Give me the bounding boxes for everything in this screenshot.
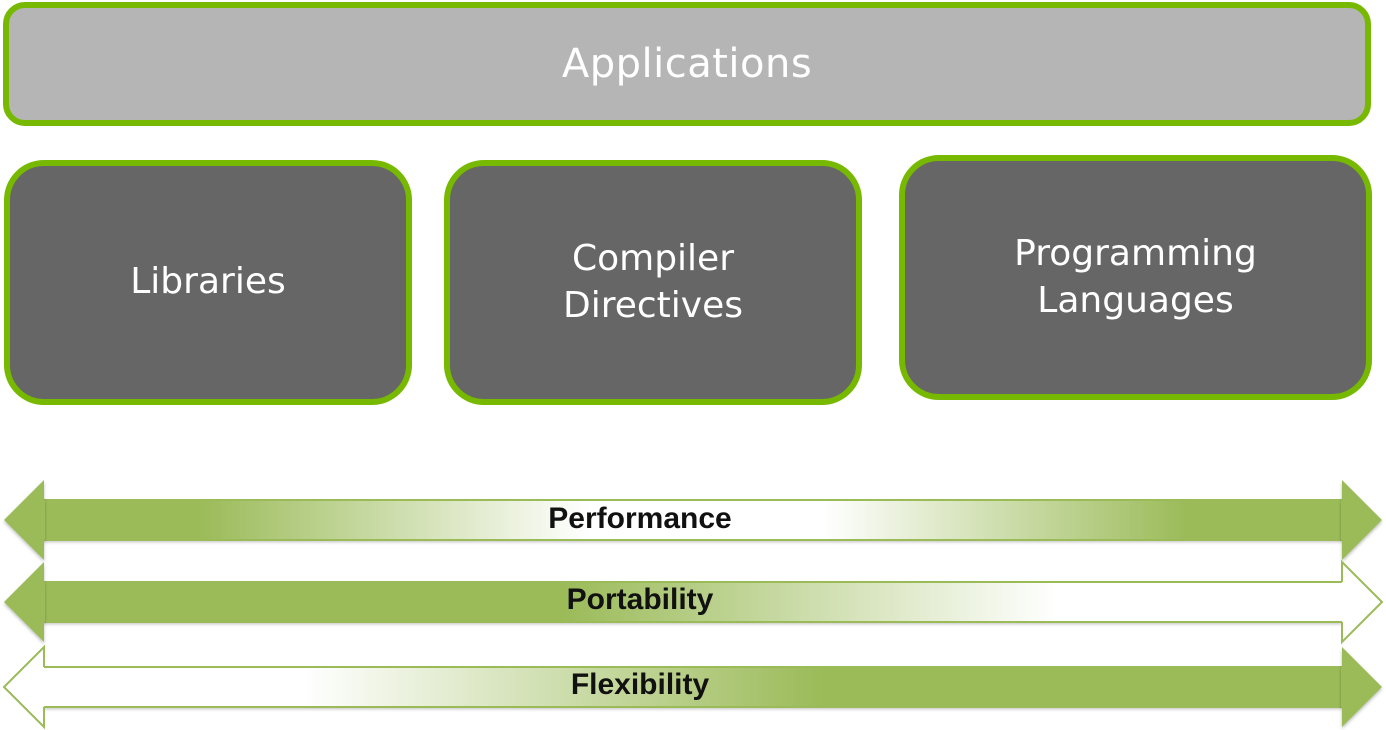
portability-arrowhead-left-icon — [4, 562, 45, 642]
compiler-directives-label: Compiler Directives — [563, 237, 743, 326]
programming-languages-label: Programming Languages — [1014, 232, 1257, 321]
performance-arrowhead-left-icon — [4, 480, 45, 560]
applications-layer: Applications — [3, 2, 1371, 126]
portability-arrow-edge — [44, 581, 1342, 623]
performance-arrow — [4, 480, 1382, 560]
flexibility-arrow-shaft — [44, 667, 1342, 707]
flexibility-arrow — [2, 644, 1382, 730]
libraries-label: Libraries — [130, 261, 286, 303]
performance-label: Performance — [548, 502, 732, 535]
portability-arrow — [4, 559, 1384, 645]
flexibility-arrow-edge — [44, 666, 1342, 708]
performance-arrowhead-right-icon — [1341, 480, 1382, 560]
programming-languages-box: Programming Languages — [899, 155, 1372, 400]
performance-arrow-shaft — [44, 500, 1342, 540]
performance-arrow-edge — [44, 499, 1342, 541]
portability-arrowhead-right-icon — [1341, 559, 1384, 645]
flexibility-arrowhead-left-icon — [2, 644, 45, 730]
flexibility-arrowhead-right-icon — [1341, 647, 1382, 727]
portability-label: Portability — [566, 583, 714, 616]
libraries-box: Libraries — [4, 160, 412, 405]
tradeoff-arrows — [2, 480, 1384, 730]
portability-arrow-shaft — [44, 582, 1342, 622]
applications-label: Applications — [561, 41, 813, 87]
compiler-directives-box: Compiler Directives — [444, 160, 862, 405]
flexibility-label: Flexibility — [570, 668, 710, 701]
